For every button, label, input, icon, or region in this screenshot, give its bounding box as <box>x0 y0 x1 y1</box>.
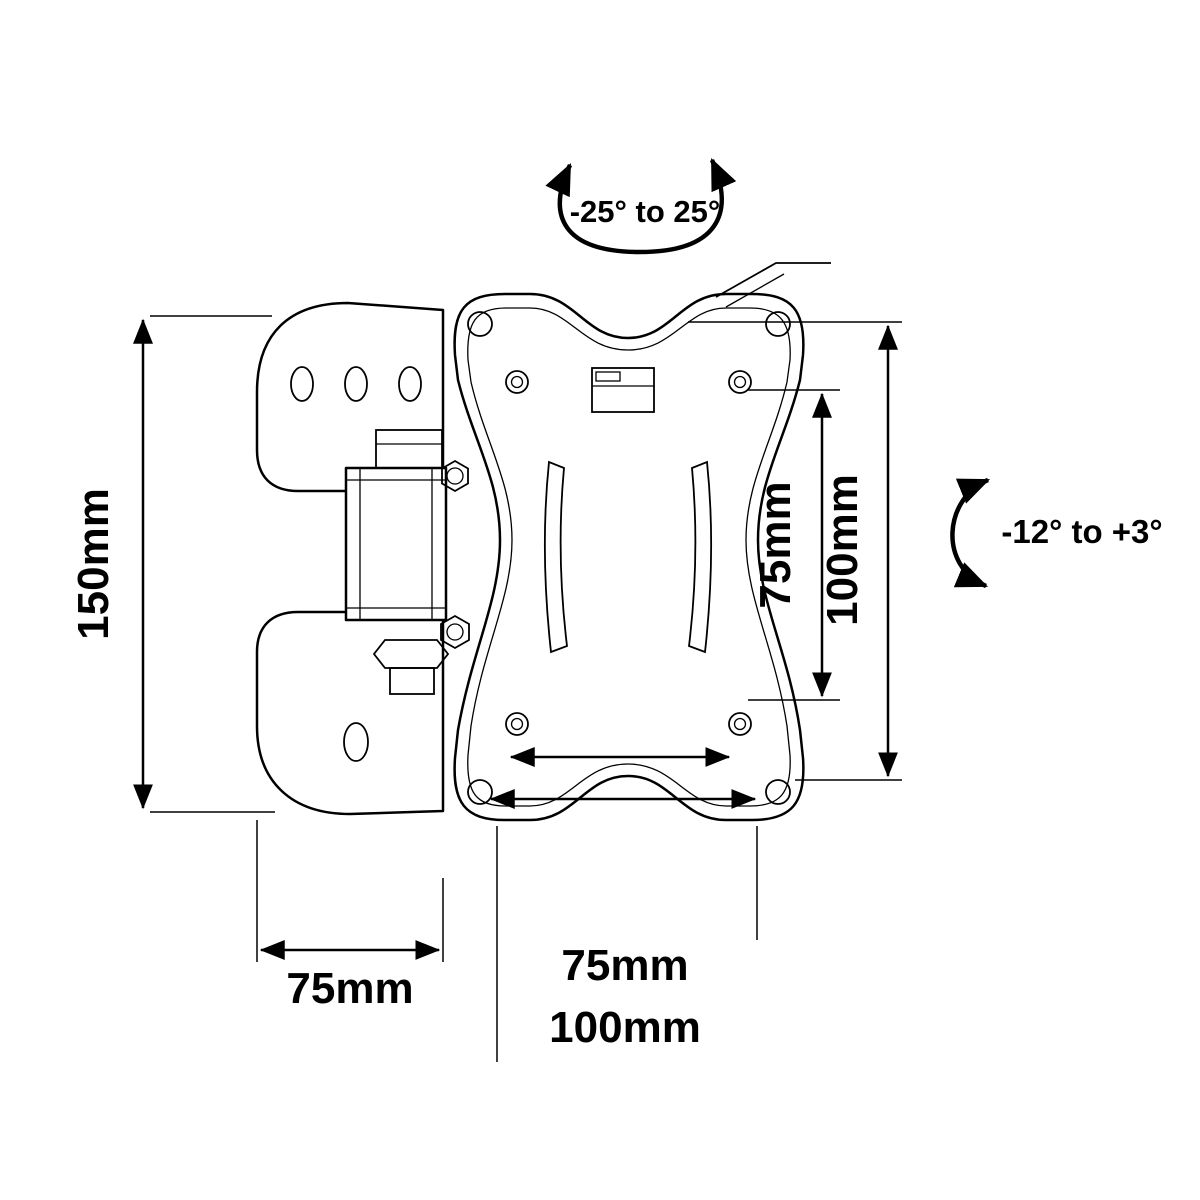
swivel-angle-label: -25° to 25° <box>570 194 721 229</box>
wall-hole-2 <box>344 366 368 402</box>
vesa-hole-75-top-left <box>505 370 529 394</box>
tilt-angle-annotation: -12° to +3° <box>950 477 1163 589</box>
tilt-arc <box>950 477 991 589</box>
wall-plate <box>255 301 445 816</box>
dimension-vesa-vertical-100: 100mm <box>688 321 902 781</box>
vesa-slot-left <box>543 460 568 654</box>
hinge-bottom-bolt <box>440 614 470 650</box>
vesa-hole-top-left <box>467 311 493 337</box>
dim-75mm-depth-label: 75mm <box>286 964 413 1013</box>
hinge-lower-block <box>389 667 435 695</box>
swivel-angle-annotation: -25° to 25° <box>545 157 737 255</box>
vesa-hole-75-bottom-left <box>505 712 529 736</box>
vesa-hole-top-right <box>765 311 791 337</box>
wall-hole-bottom <box>343 722 369 762</box>
vesa-plate-outline <box>453 292 805 822</box>
hinge-nut <box>372 639 450 669</box>
dimension-150mm: 150mm <box>69 315 275 813</box>
dim-150mm-label: 150mm <box>69 488 118 640</box>
wall-plate-bottom-lobe <box>255 610 445 816</box>
wall-hole-1 <box>290 366 314 402</box>
vesa-top-clip-tab <box>595 371 621 382</box>
dimension-vesa-horizontal: 75mm 100mm <box>489 747 758 1062</box>
dimension-vesa-vertical-75: 75mm <box>748 389 840 701</box>
vesa-hole-75-top-right <box>728 370 752 394</box>
dimension-75mm-depth: 75mm <box>256 820 444 1013</box>
vesa-top-clip <box>591 367 655 413</box>
vesa-hole-75-bottom-right <box>728 712 752 736</box>
vesa-hole-bottom-right <box>765 779 791 805</box>
wall-plate-top-lobe <box>255 301 445 493</box>
swivel-arc <box>545 157 737 255</box>
hinge-assembly <box>344 429 470 695</box>
hinge-top-bolt <box>441 459 469 493</box>
tilt-angle-label: -12° to +3° <box>1001 513 1162 550</box>
wall-hole-3 <box>398 366 422 402</box>
dim-vesa-v-100-label: 100mm <box>818 474 867 626</box>
top-right-edge-line-2 <box>725 273 785 308</box>
dim-vesa-h-75-label: 75mm <box>561 941 688 990</box>
dim-vesa-h-100-label: 100mm <box>549 1003 701 1052</box>
vesa-plate-inner-contour <box>467 307 791 807</box>
hinge-top-block <box>375 429 443 469</box>
vesa-slot-right <box>688 460 713 654</box>
dim-vesa-v-75-label: 75mm <box>751 481 800 608</box>
vesa-plate <box>453 262 831 822</box>
hinge-bracket <box>344 466 448 622</box>
top-right-edge-line <box>715 262 831 298</box>
